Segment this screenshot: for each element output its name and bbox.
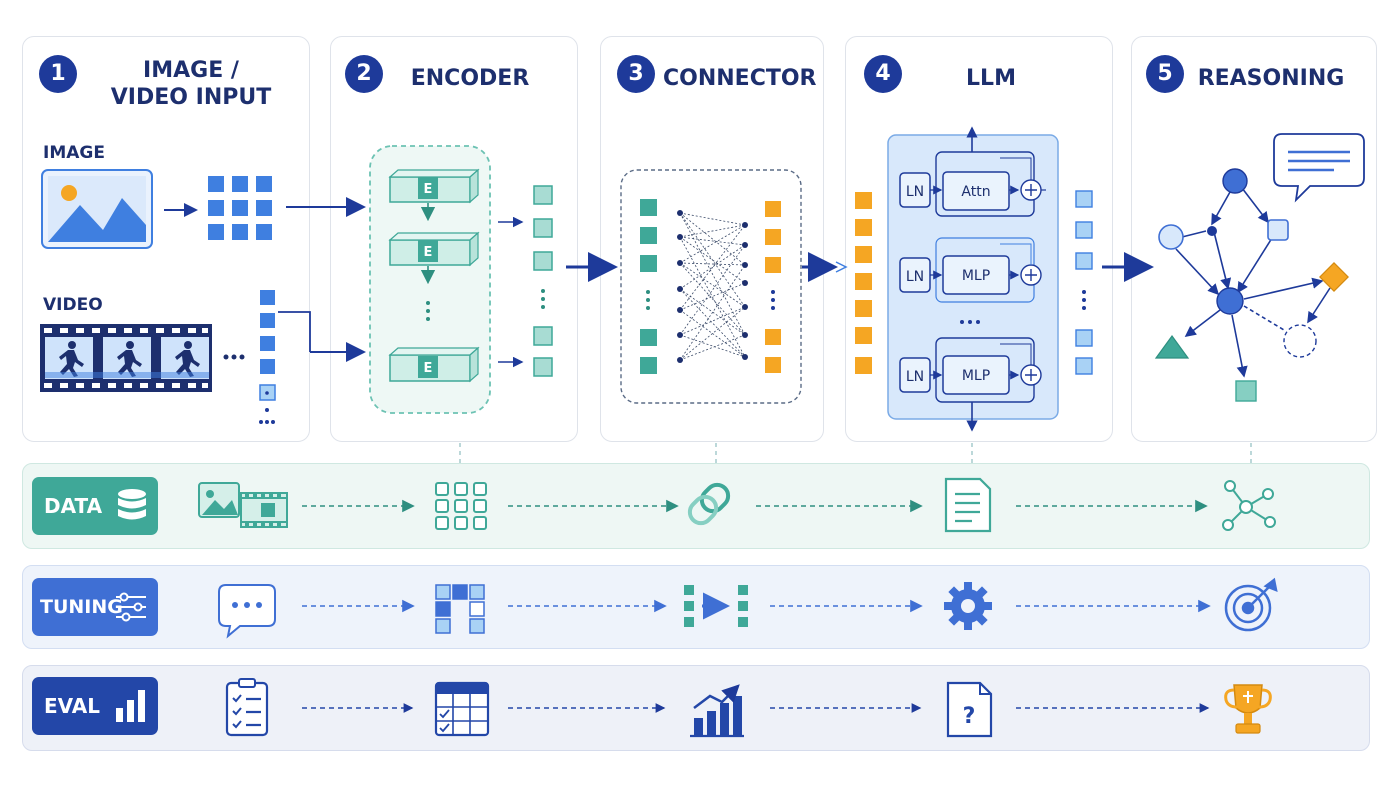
encoder-block-label: E bbox=[424, 245, 433, 260]
connector-input-tokens bbox=[640, 199, 657, 374]
video-filmstrip-icon bbox=[40, 324, 212, 392]
image-video-icon bbox=[198, 482, 288, 528]
graph-node bbox=[1319, 262, 1349, 292]
gear-icon bbox=[944, 582, 992, 630]
image-label: IMAGE bbox=[43, 143, 105, 163]
stage-number-badge: 2 bbox=[345, 55, 383, 93]
layernorm-label: LN bbox=[906, 184, 924, 200]
target-icon bbox=[1224, 577, 1278, 632]
encoder-output-tokens bbox=[533, 185, 553, 377]
table-icon bbox=[434, 681, 490, 737]
encoder-block-label: E bbox=[424, 182, 433, 197]
graph-node bbox=[1283, 324, 1317, 358]
reasoning-graph bbox=[1175, 187, 1331, 378]
stage-number-badge: 1 bbox=[39, 55, 77, 93]
image-patch-grid bbox=[208, 176, 272, 240]
video-label: VIDEO bbox=[43, 295, 103, 315]
band-label: EVAL bbox=[44, 694, 101, 718]
residual-add-icon bbox=[1020, 364, 1042, 386]
document-icon bbox=[944, 477, 992, 533]
llm-output-tokens bbox=[1075, 190, 1093, 375]
network-icon bbox=[1222, 480, 1276, 531]
ellipsis-icon bbox=[223, 354, 245, 360]
stage-number-badge: 3 bbox=[617, 55, 655, 93]
stage-title: ENCODER bbox=[410, 66, 530, 91]
stage-title-line: VIDEO INPUT bbox=[110, 85, 272, 110]
grid-icon bbox=[435, 482, 487, 530]
sliders-icon bbox=[116, 592, 146, 622]
svg-text:?: ? bbox=[963, 704, 976, 729]
stage-number-badge: 4 bbox=[864, 55, 902, 93]
residual-add-icon bbox=[1020, 264, 1042, 286]
growth-chart-icon bbox=[690, 684, 744, 738]
mlp-label: MLP bbox=[962, 368, 990, 384]
eval-badge: EVAL bbox=[32, 677, 158, 735]
graph-node bbox=[1235, 380, 1257, 402]
graph-node bbox=[1216, 287, 1244, 315]
band-connector-lines bbox=[459, 443, 1252, 463]
token-merge-icon bbox=[684, 585, 748, 627]
attention-block bbox=[942, 171, 1010, 211]
speech-bubble-icon bbox=[1273, 133, 1365, 203]
attention-label: Attn bbox=[961, 184, 990, 200]
checklist-icon bbox=[225, 678, 269, 737]
graph-node bbox=[1158, 224, 1184, 250]
video-token-column bbox=[259, 290, 276, 401]
mlp-label: MLP bbox=[962, 268, 990, 284]
encoder-block-label: E bbox=[424, 361, 433, 376]
encoder-block bbox=[388, 168, 480, 204]
stage-number-badge: 5 bbox=[1146, 55, 1184, 93]
running-figure-icon bbox=[59, 341, 200, 377]
llm-input-tokens bbox=[855, 192, 872, 374]
chat-bubble-icon bbox=[218, 584, 276, 639]
database-icon bbox=[118, 489, 146, 520]
band-label: DATA bbox=[44, 494, 103, 518]
trophy-icon bbox=[1224, 684, 1272, 734]
encoder-block bbox=[388, 346, 480, 383]
connector-box bbox=[620, 169, 802, 404]
bar-chart-icon bbox=[116, 690, 145, 722]
layernorm-label: LN bbox=[906, 269, 924, 285]
stage-title: CONNECTOR bbox=[663, 66, 817, 91]
stage-title: LLM bbox=[966, 66, 1016, 91]
encoder-block bbox=[388, 231, 480, 267]
stage-title-line: IMAGE / bbox=[143, 58, 239, 83]
residual-add-icon bbox=[1020, 179, 1042, 201]
image-thumbnail-icon bbox=[41, 169, 153, 249]
stage-title: IMAGE / VIDEO INPUT bbox=[91, 57, 291, 111]
graph-node bbox=[1222, 168, 1248, 194]
band-label: TUNING bbox=[40, 596, 123, 618]
link-icon bbox=[687, 482, 731, 526]
stage-title: REASONING bbox=[1197, 66, 1345, 91]
tuning-badge: TUNING bbox=[32, 578, 158, 636]
graph-node bbox=[1207, 226, 1217, 236]
connector-mlp-mesh bbox=[679, 212, 746, 361]
graph-node bbox=[1267, 219, 1289, 241]
question-document-icon: ? bbox=[946, 681, 993, 738]
graph-node bbox=[1154, 334, 1190, 359]
layernorm-label: LN bbox=[906, 369, 924, 385]
grid-icon bbox=[435, 584, 485, 634]
connector-output-tokens bbox=[765, 201, 781, 373]
